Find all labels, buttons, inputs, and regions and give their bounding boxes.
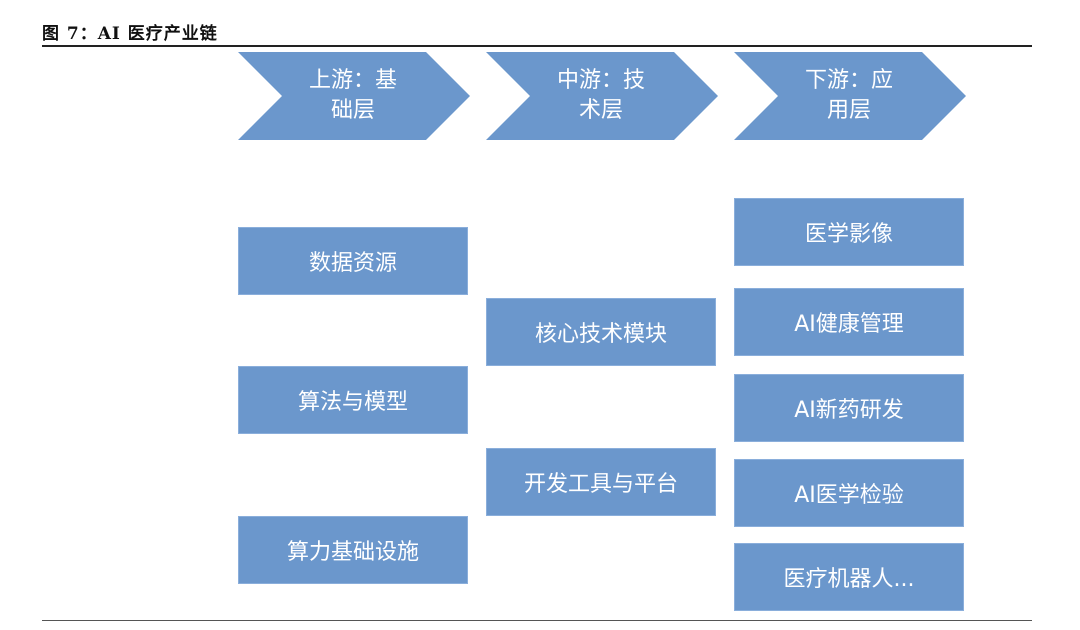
midstream-item: 核心技术模块	[486, 298, 716, 366]
downstream-item: AI新药研发	[734, 374, 964, 442]
stage-midstream: 中游：技 术层	[486, 52, 720, 140]
stage-upstream-label: 上游：基 础层	[308, 68, 397, 123]
upstream-item: 算法与模型	[238, 366, 468, 434]
downstream-item: AI医学检验	[734, 459, 964, 527]
chevron-shape	[238, 52, 470, 140]
top-rule	[42, 45, 1032, 47]
stage-upstream: 上游：基 础层	[238, 52, 472, 140]
figure-title: 图 7：AI 医疗产业链	[42, 24, 218, 44]
stage-downstream-label: 下游：应 用层	[804, 68, 893, 123]
chevron-shape	[486, 52, 718, 140]
stage-midstream-label: 中游：技 术层	[556, 68, 645, 123]
stage-downstream: 下游：应 用层	[734, 52, 968, 140]
downstream-item: 医疗机器人...	[734, 543, 964, 611]
upstream-item: 算力基础设施	[238, 516, 468, 584]
downstream-item: 医学影像	[734, 198, 964, 266]
bottom-rule	[42, 620, 1032, 621]
midstream-item: 开发工具与平台	[486, 448, 716, 516]
downstream-item: AI健康管理	[734, 288, 964, 356]
chevron-shape	[734, 52, 966, 140]
upstream-item: 数据资源	[238, 227, 468, 295]
